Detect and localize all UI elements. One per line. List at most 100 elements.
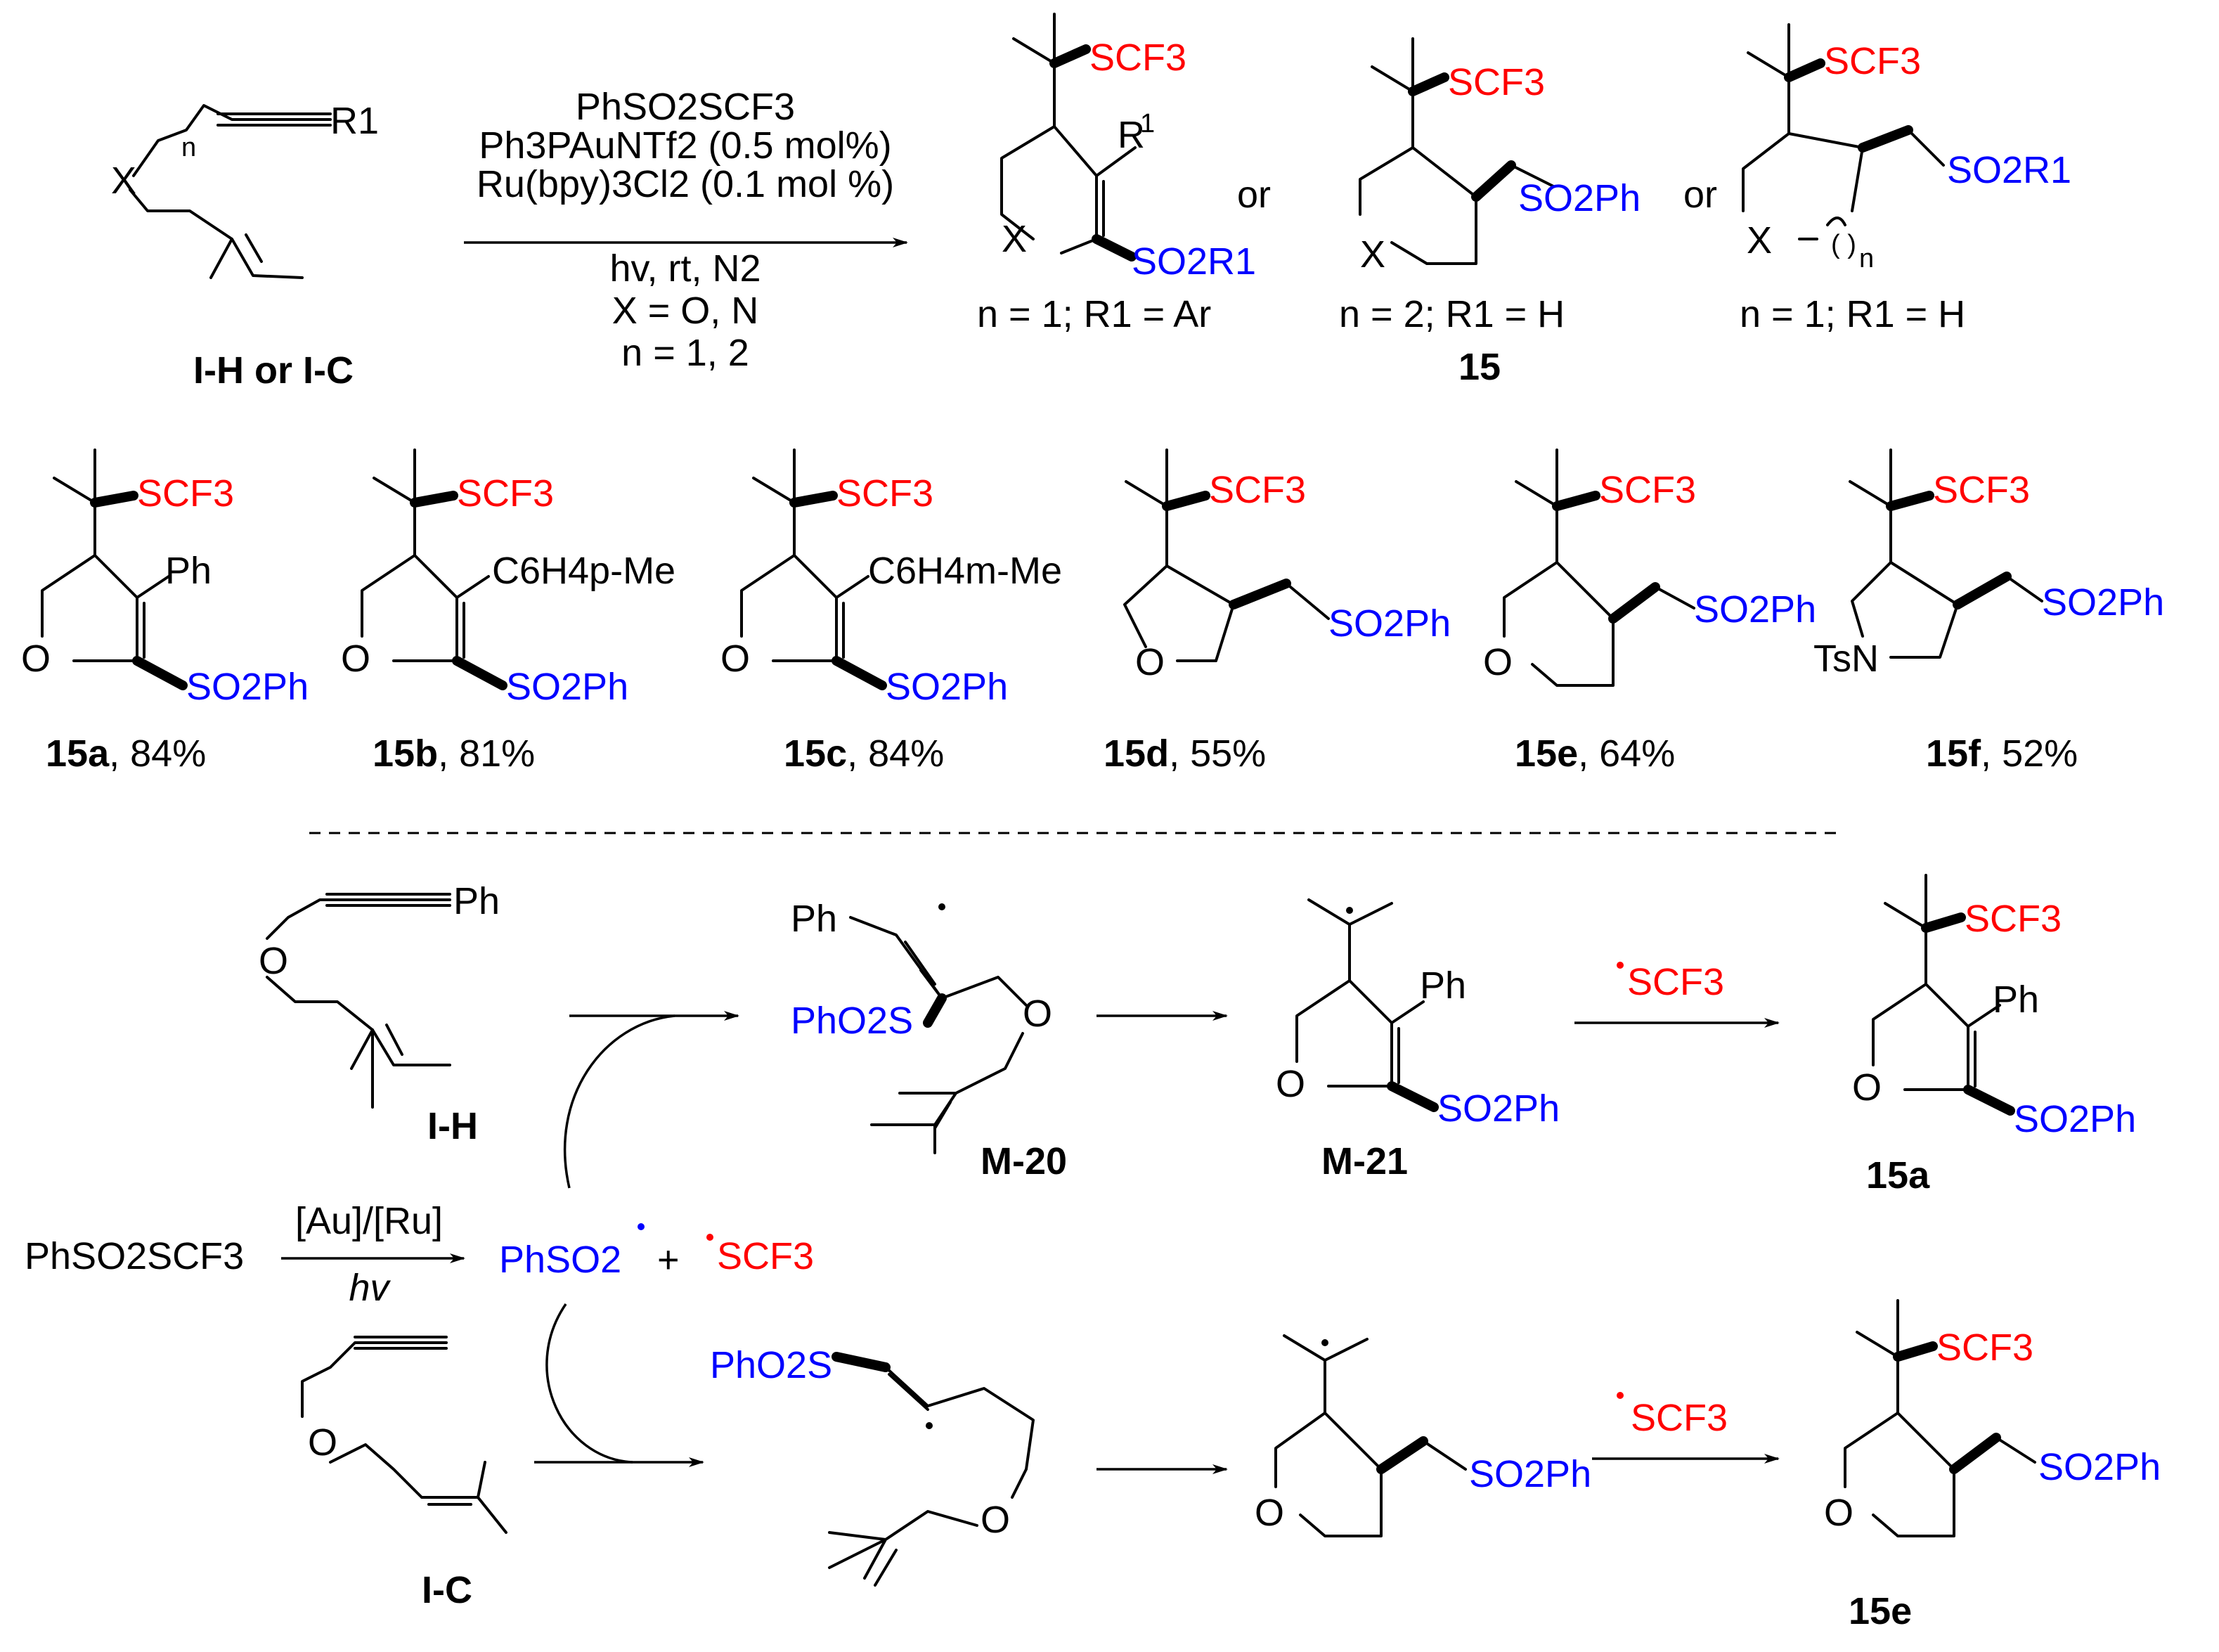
svg-text:+: + (657, 1239, 680, 1281)
svg-text:Ph: Ph (165, 550, 212, 592)
svg-text:TsN: TsN (1813, 638, 1879, 680)
mech-curved-arrow-2 (545, 1303, 633, 1464)
svg-text:SCF3: SCF3 (1936, 1327, 2033, 1369)
svg-text:I-C: I-C (422, 1569, 472, 1611)
product-type-2-label: 15 (1458, 346, 1501, 388)
svg-text:M-21: M-21 (1321, 1140, 1408, 1182)
svg-text:Ph: Ph (1420, 964, 1466, 1007)
svg-text:SO2Ph: SO2Ph (886, 666, 1008, 708)
catalyst1-text: Ph3PAuNTf2 (0.5 mol%) (479, 124, 891, 167)
svg-text:O: O (1824, 1492, 1854, 1534)
substrate-label: I-H or I-C (193, 349, 354, 392)
svg-text:O: O (1483, 641, 1513, 683)
svg-text:O: O (341, 638, 370, 680)
svg-text:R: R (1118, 114, 1145, 156)
svg-text:n: n (1859, 244, 1874, 273)
example-15b: SCF3 C6H4p-Me O SO2Ph 15b, 81% (341, 449, 675, 775)
svg-text:O: O (1276, 1063, 1305, 1105)
svg-text:PhO2S: PhO2S (791, 1000, 913, 1042)
svg-text:SCF3: SCF3 (1627, 961, 1724, 1003)
svg-text:( ): ( ) (1831, 230, 1856, 259)
svg-text:15f, 52%: 15f, 52% (1926, 733, 2078, 775)
svg-text:SCF3: SCF3 (1089, 37, 1186, 79)
svg-text:SCF3: SCF3 (1448, 61, 1545, 103)
svg-text:SO2Ph: SO2Ph (1518, 177, 1641, 219)
mechanism-intermediate-m20: Ph PhO2S O M-20 (791, 898, 1067, 1182)
svg-text:PhO2S: PhO2S (710, 1344, 832, 1386)
svg-text:1: 1 (1140, 109, 1155, 138)
substrate-x: X (111, 160, 136, 202)
svg-text:O: O (21, 638, 51, 680)
mechanism-substrate-ih: O Ph I-H (259, 880, 500, 1147)
svg-text:O: O (259, 940, 288, 982)
svg-text:SCF3: SCF3 (1965, 898, 2062, 940)
svg-text:SCF3: SCF3 (836, 472, 933, 515)
mechanism-product-15a: SCF3 Ph O SO2Ph 15a (1852, 874, 2136, 1196)
x-values-text: X = O, N (612, 290, 759, 332)
svg-text:X: X (1002, 218, 1027, 260)
svg-text:PhSO2: PhSO2 (499, 1239, 621, 1281)
svg-text:SO2Ph: SO2Ph (1469, 1453, 1591, 1495)
catalyst2-text: Ru(bpy)3Cl2 (0.1 mol %) (477, 163, 894, 205)
n-values-text: n = 1, 2 (621, 332, 749, 374)
svg-text:15a: 15a (1866, 1154, 1930, 1196)
svg-text:Ph: Ph (1993, 979, 2039, 1021)
svg-text:hv: hv (349, 1267, 391, 1309)
svg-text:O: O (1023, 993, 1052, 1035)
svg-text:15a, 84%: 15a, 84% (46, 733, 206, 775)
svg-text:O: O (308, 1421, 337, 1464)
svg-text:X: X (1360, 233, 1385, 276)
svg-text:SO2Ph: SO2Ph (1437, 1088, 1560, 1130)
svg-text:SCF3: SCF3 (457, 472, 554, 515)
svg-text:M-20: M-20 (981, 1140, 1067, 1182)
svg-text:15c, 84%: 15c, 84% (784, 733, 944, 775)
svg-text:[Au]/[Ru]: [Au]/[Ru] (295, 1200, 443, 1242)
svg-text:15e, 64%: 15e, 64% (1515, 733, 1675, 775)
svg-text:SO2Ph: SO2Ph (2038, 1446, 2161, 1488)
product-type-2-condition: n = 2; R1 = H (1339, 293, 1565, 335)
reagent-text: PhSO2SCF3 (576, 86, 795, 128)
mech-curved-arrow-1 (563, 1014, 675, 1189)
svg-text:X: X (1747, 219, 1772, 262)
substrate-general: X n R1 I-H or I-C (111, 100, 379, 392)
svg-text:C6H4m-Me: C6H4m-Me (868, 550, 1062, 592)
svg-text:SO2Ph: SO2Ph (186, 666, 309, 708)
svg-text:O: O (720, 638, 750, 680)
svg-text:SCF3: SCF3 (717, 1235, 814, 1277)
example-15e: SCF3 O SO2Ph 15e, 64% (1483, 449, 1816, 775)
mechanism-intermediate-m21: Ph O SO2Ph M-21 (1276, 898, 1560, 1182)
svg-text:Ph: Ph (453, 880, 500, 922)
svg-text:SCF3: SCF3 (1631, 1397, 1728, 1439)
product-type-1-condition: n = 1; R1 = Ar (977, 293, 1211, 335)
svg-text:SO2Ph: SO2Ph (1694, 588, 1816, 631)
svg-text:C6H4p-Me: C6H4p-Me (492, 550, 675, 592)
product-type-1: SCF3 R1 X SO2R1 n = 1; R1 = Ar (977, 13, 1256, 335)
svg-text:15d, 55%: 15d, 55% (1104, 733, 1266, 775)
conditions-text: hv, rt, N2 (609, 247, 761, 290)
svg-text:SO2Ph: SO2Ph (2014, 1098, 2136, 1140)
product-type-2: SCF3 X SO2Ph n = 2; R1 = H 15 (1339, 37, 1641, 388)
product-type-3: SCF3 X ( ) n SO2R1 n = 1; R1 = H (1740, 23, 2071, 335)
mech-arrow-6: SCF3 (1592, 1392, 1780, 1464)
example-15c: SCF3 C6H4m-Me O SO2Ph 15c, 84% (720, 449, 1062, 775)
example-15d: SCF3 O SO2Ph 15d, 55% (1104, 449, 1451, 775)
or-word-1: or (1237, 174, 1271, 216)
substrate-r1: R1 (330, 100, 379, 142)
mech-reagent: PhSO2SCF3 (25, 1235, 244, 1277)
substrate-n: n (181, 133, 196, 162)
svg-text:SCF3: SCF3 (1824, 40, 1921, 82)
svg-text:O: O (1852, 1066, 1882, 1109)
svg-text:SCF3: SCF3 (137, 472, 234, 515)
product-type-3-condition: n = 1; R1 = H (1740, 293, 1965, 335)
mechanism-product-15e: SCF3 O SO2Ph 15e (1824, 1299, 2161, 1632)
radical-generation: PhSO2SCF3 [Au]/[Ru] hv PhSO2 + SCF3 (25, 1200, 814, 1309)
example-15a: SCF3 Ph O SO2Ph 15a, 84% (21, 449, 309, 775)
svg-text:15e: 15e (1849, 1590, 1912, 1632)
svg-text:SO2Ph: SO2Ph (2042, 581, 2164, 624)
svg-text:O: O (981, 1499, 1010, 1541)
mech-arrow-3: SCF3 (1574, 961, 1780, 1028)
svg-text:Ph: Ph (791, 898, 837, 940)
svg-text:15b, 81%: 15b, 81% (373, 733, 535, 775)
svg-text:I-H: I-H (427, 1105, 478, 1147)
